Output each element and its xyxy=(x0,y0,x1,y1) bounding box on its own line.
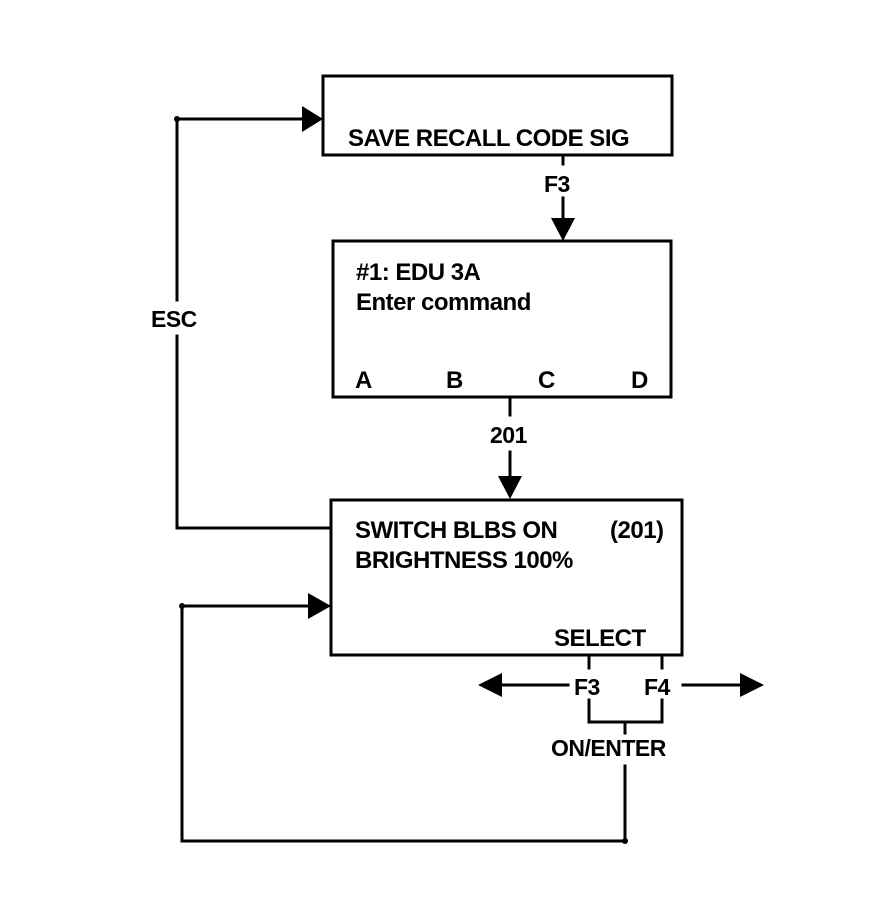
key-c-label: C xyxy=(538,367,555,394)
esc-arrowhead xyxy=(302,106,323,132)
command-box: #1: EDU 3A Enter command A B C D xyxy=(331,239,673,399)
on-enter-loop xyxy=(179,593,628,844)
f4-bottom-label: F4 xyxy=(644,674,671,700)
command-title: #1: EDU 3A xyxy=(356,259,481,286)
switch-title: SWITCH BLBS ON xyxy=(355,517,557,544)
left-arrowhead xyxy=(478,673,502,697)
f3-top-arrowhead xyxy=(551,218,575,241)
brightness-text: BRIGHTNESS 100% xyxy=(355,547,573,574)
esc-line-upper xyxy=(175,117,306,302)
loop-corner-dot-right xyxy=(622,838,628,844)
on-enter-label: ON/ENTER xyxy=(551,735,667,761)
code-201-arrowhead xyxy=(498,476,522,499)
esc-loop: ESC xyxy=(151,106,333,530)
key-b-label: B xyxy=(446,367,463,394)
esc-line-lower xyxy=(175,334,333,530)
f3-top-label: F3 xyxy=(544,171,570,197)
right-arrowhead xyxy=(740,673,764,697)
switch-box: SWITCH BLBS ON (201) BRIGHTNESS 100% SEL… xyxy=(329,498,684,657)
command-box-frame xyxy=(331,239,673,399)
select-softkey-label: SELECT xyxy=(554,625,647,652)
save-recall-box: SAVE RECALL CODE SIG xyxy=(321,74,674,157)
command-prompt: Enter command xyxy=(356,289,531,316)
f3-top-connector: F3 xyxy=(544,155,575,241)
esc-label: ESC xyxy=(151,306,197,332)
save-recall-text: SAVE RECALL CODE SIG xyxy=(348,125,629,152)
on-enter-loop-line xyxy=(180,604,627,843)
key-d-label: D xyxy=(631,367,648,394)
switch-code: (201) xyxy=(610,517,664,544)
code-201-label: 201 xyxy=(490,422,528,448)
esc-corner-dot xyxy=(174,116,180,122)
loop-corner-dot-left xyxy=(179,603,185,609)
key-a-label: A xyxy=(355,367,372,394)
f3-bottom-label: F3 xyxy=(574,674,600,700)
switch-box-frame xyxy=(329,498,684,657)
function-keys-connector: F3 F4 ON/ENTER xyxy=(478,656,764,761)
code-201-connector: 201 xyxy=(490,397,528,499)
on-enter-arrowhead xyxy=(308,593,331,619)
save-recall-box-frame xyxy=(321,74,674,157)
f3-f4-bracket xyxy=(587,698,664,724)
